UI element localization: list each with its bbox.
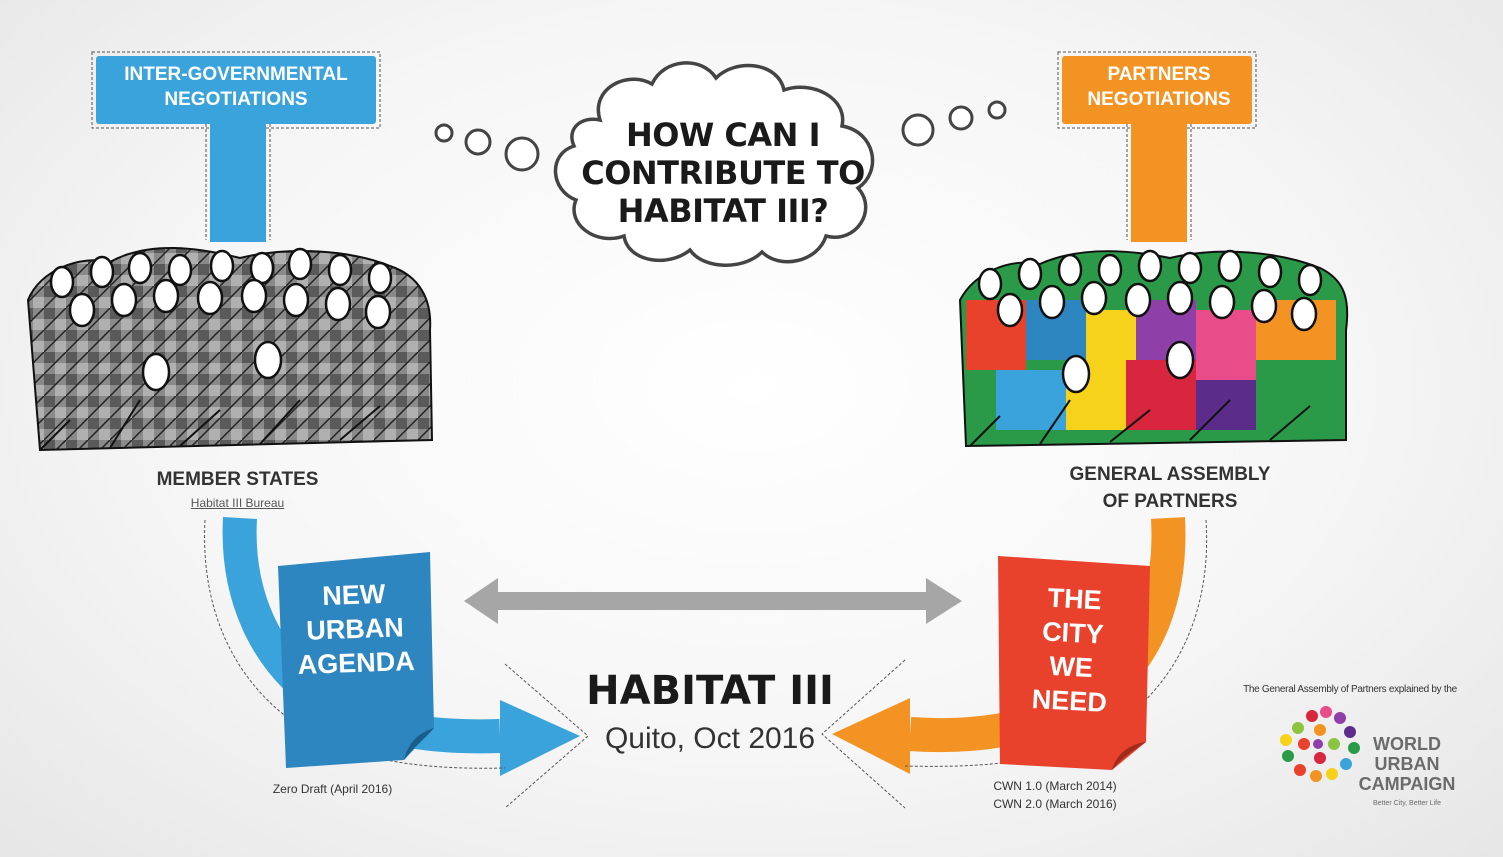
thought-cloud-text: HOW CAN I CONTRIBUTE TO HABITAT III?: [581, 116, 865, 230]
city-we-need-document: [998, 556, 1150, 770]
campaign-name: WORLD URBAN CAMPAIGN: [1358, 734, 1456, 794]
partners-crowd: [958, 249, 1349, 448]
world-urban-campaign-logo: [1280, 706, 1360, 782]
habitat-iii-subtitle: Quito, Oct 2016: [604, 722, 816, 755]
cwn-version-1-note: CWN 1.0 (March 2014): [993, 779, 1117, 793]
inter-governmental-connector: [91, 51, 381, 242]
habitat-bureau-subtitle: Habitat III Bureau: [190, 496, 285, 510]
partners-negotiations-label: PARTNERS NEGOTIATIONS: [1087, 64, 1231, 110]
member-states-title: MEMBER STATES: [156, 469, 319, 490]
zero-draft-note: Zero Draft (April 2016): [272, 782, 393, 796]
member-states-crowd: [26, 247, 434, 452]
cwn-version-2-note: CWN 2.0 (March 2016): [993, 797, 1117, 811]
thought-cloud: [434, 61, 1007, 267]
inter-governmental-negotiations-label: INTER-GOVERNMENTAL NEGOTIATIONS: [124, 64, 348, 110]
general-assembly-title: GENERAL ASSEMBLY OF PARTNERS: [1069, 464, 1271, 512]
partners-connector: [1057, 51, 1257, 242]
habitat-iii-title: HABITAT III: [586, 668, 834, 714]
city-we-need-title: THE CITY WE NEED: [1031, 582, 1108, 718]
new-urban-agenda-document: [278, 552, 434, 768]
campaign-caption: The General Assembly of Partners explain…: [1243, 684, 1457, 695]
bidirectional-arrow: [464, 578, 962, 624]
new-urban-agenda-title: NEW URBAN AGENDA: [297, 578, 416, 681]
campaign-tagline: Better City, Better Life: [1373, 800, 1441, 807]
